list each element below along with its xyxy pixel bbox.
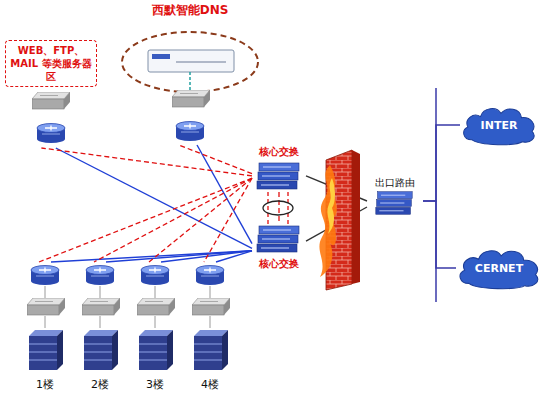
network-link bbox=[197, 145, 252, 244]
node-label: CERNET bbox=[475, 262, 523, 275]
floor-switch-icon bbox=[137, 298, 175, 315]
floor-router-icon bbox=[141, 266, 169, 286]
dns-switch-icon bbox=[172, 90, 210, 107]
building-icon bbox=[84, 330, 118, 370]
core-switch-icon bbox=[257, 226, 299, 252]
external-trunk bbox=[435, 88, 437, 302]
building-icon bbox=[29, 330, 63, 370]
floor-building: 1楼 bbox=[20, 262, 70, 392]
cloud-outline bbox=[460, 251, 538, 289]
dns-dashed-ellipse bbox=[122, 32, 258, 92]
floor-building: 4楼 bbox=[185, 262, 235, 392]
dns-appliance-logo bbox=[152, 54, 170, 59]
exit-router-icon bbox=[376, 192, 412, 215]
server-switch-icon bbox=[32, 92, 70, 109]
network-link bbox=[94, 178, 252, 262]
node-label: INTER bbox=[481, 119, 518, 132]
network-link bbox=[216, 251, 252, 262]
server-router-icon bbox=[37, 124, 65, 144]
node-label: WEB、FTP、MAIL 等类服务器区 bbox=[5, 40, 97, 87]
dns-appliance-panel bbox=[176, 61, 226, 63]
floor-router-icon bbox=[86, 266, 114, 286]
building-icon bbox=[139, 330, 173, 370]
network-link bbox=[423, 201, 456, 268]
floor-switch-icon bbox=[82, 298, 120, 315]
link-aggregation-ring bbox=[263, 201, 293, 215]
network-link bbox=[423, 125, 460, 201]
building-icon bbox=[194, 330, 228, 370]
floor-switch-icon bbox=[27, 298, 65, 315]
core-link bbox=[268, 192, 288, 224]
node-label: 4楼 bbox=[201, 378, 219, 392]
node-label: 核心交换 bbox=[257, 258, 301, 270]
network-link bbox=[106, 251, 252, 262]
network-link bbox=[179, 145, 252, 174]
floor-switch-icon bbox=[192, 298, 230, 315]
dns-appliance bbox=[148, 50, 234, 72]
internet-cloud: CERNET bbox=[456, 246, 542, 290]
floor-router-icon bbox=[31, 266, 59, 286]
node-label: 2楼 bbox=[91, 378, 109, 392]
dns-uplink bbox=[189, 72, 191, 90]
internet-cloud: INTER bbox=[460, 104, 538, 146]
firewall-icon bbox=[319, 150, 360, 290]
network-link bbox=[149, 178, 252, 262]
floor-uplink bbox=[45, 286, 210, 328]
network-link bbox=[39, 178, 252, 262]
core-switch: 核心交换 bbox=[252, 146, 306, 192]
node-label: 核心交换 bbox=[257, 146, 301, 158]
dns-zone: 西默智能DNS bbox=[120, 3, 260, 145]
floor-building: 2楼 bbox=[75, 262, 125, 392]
exit-router: 出口路由 bbox=[367, 177, 423, 217]
node-label: 西默智能DNS bbox=[152, 3, 229, 18]
node-label: 出口路由 bbox=[373, 177, 417, 189]
node-label: 3楼 bbox=[146, 378, 164, 392]
node-label: 1楼 bbox=[36, 378, 54, 392]
server-area: WEB、FTP、MAIL 等类服务器区 bbox=[3, 40, 99, 148]
floor-router-icon bbox=[196, 266, 224, 286]
core-switch-icon bbox=[257, 163, 299, 189]
network-link bbox=[204, 178, 252, 262]
dns-router-icon bbox=[176, 122, 204, 142]
cloud-outline bbox=[464, 109, 534, 145]
floor-building: 3楼 bbox=[130, 262, 180, 392]
core-switch: 核心交换 bbox=[252, 222, 306, 270]
network-link bbox=[278, 192, 279, 222]
